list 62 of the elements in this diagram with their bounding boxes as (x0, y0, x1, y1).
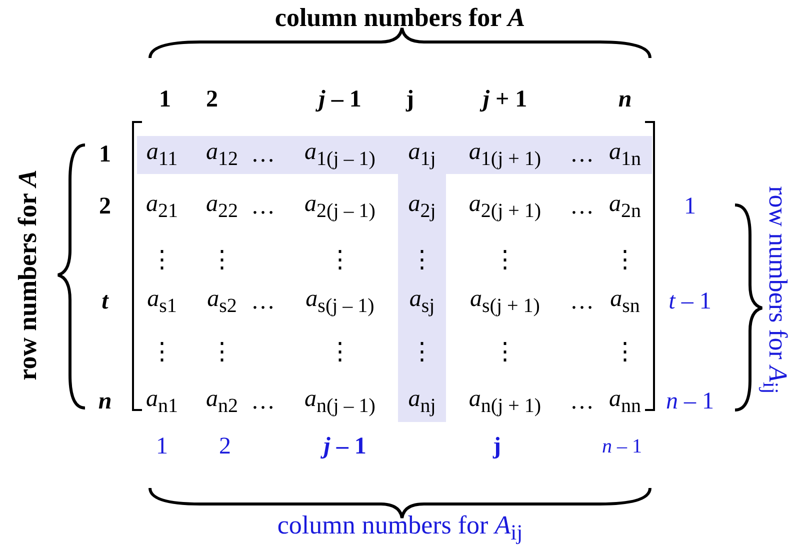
matrix-entry: a$_{s(j – 1)}$ (306, 286, 374, 318)
vertical-ellipsis: ⋮ (150, 338, 174, 366)
matrix-entry: a$_{s1}$ (147, 286, 177, 318)
ellipsis: … (251, 142, 275, 168)
matrix-entry: a$_{1n}$ (609, 139, 641, 171)
column-number: j (406, 86, 414, 114)
ellipsis: … (570, 388, 594, 416)
matrix-entry: a$_{n1}$ (146, 386, 178, 418)
vertical-ellipsis: ⋮ (613, 338, 637, 366)
matrix-entry: a$_{2j}$ (408, 191, 436, 223)
column-number: 2 (206, 86, 218, 114)
matrix-entry: a$_{12}$ (206, 139, 238, 171)
matrix-entry: a$_{nj}$ (408, 386, 436, 418)
ellipsis: … (251, 194, 275, 220)
ellipsis: … (570, 142, 594, 168)
column-number: n (618, 86, 632, 114)
matrix-entry: a$_{s2}$ (207, 286, 237, 318)
matrix-entry: a$_{2(j – 1)}$ (304, 191, 376, 223)
matrix-entry: a$_{11}$ (146, 139, 178, 171)
column-number: 1 (159, 86, 171, 114)
matrix-entry: a$_{1(j + 1)}$ (468, 139, 542, 171)
ellipsis: … (570, 288, 594, 316)
heading: row numbers for A (13, 170, 43, 380)
column-number: 1 (156, 434, 168, 460)
ellipsis: … (251, 288, 275, 316)
heading: column numbers for A (274, 3, 526, 33)
matrix-entry: a$_{1j}$ (408, 139, 436, 171)
vertical-ellipsis: ⋮ (328, 246, 352, 274)
row-number: n (98, 388, 112, 416)
column-number: 2 (219, 434, 231, 460)
column-number: n – 1 (602, 436, 642, 458)
vertical-ellipsis: ⋮ (410, 338, 434, 366)
row-number: n – 1 (666, 388, 714, 416)
matrix-entry: a$_{sn}$ (610, 286, 640, 318)
row-number: t – 1 (668, 288, 712, 316)
vertical-ellipsis: ⋮ (150, 246, 174, 274)
heading: column numbers for A$_{ij}$ (277, 510, 523, 546)
row-number: 1 (684, 194, 696, 220)
matrix-entry: a$_{22}$ (206, 191, 238, 223)
vertical-ellipsis: ⋮ (410, 246, 434, 274)
ellipsis: … (251, 388, 275, 416)
matrix-entry: a$_{1(j – 1)}$ (304, 139, 376, 171)
vertical-ellipsis: ⋮ (328, 338, 352, 366)
matrix-entry: a$_{nn}$ (609, 386, 641, 418)
row-number: 1 (99, 142, 111, 168)
ellipsis: … (570, 194, 594, 220)
matrix-entry: a$_{sj}$ (409, 286, 435, 318)
matrix-entry: a$_{n2}$ (206, 386, 238, 418)
row-number: 2 (99, 194, 111, 220)
matrix-entry: a$_{n(j + 1)}$ (468, 386, 542, 418)
vertical-ellipsis: ⋮ (210, 338, 234, 366)
matrix-entry: a$_{2n}$ (609, 191, 641, 223)
matrix-entry: a$_{n(j – 1)}$ (304, 386, 376, 418)
matrix-entry: a$_{21}$ (146, 191, 178, 223)
vertical-ellipsis: ⋮ (210, 246, 234, 274)
matrix-entry: a$_{s(j + 1)}$ (470, 286, 540, 318)
row-number: t (102, 288, 108, 316)
column-number: j (493, 434, 501, 460)
vertical-ellipsis: ⋮ (613, 246, 637, 274)
vertical-ellipsis: ⋮ (493, 338, 517, 366)
matrix-entry: a$_{2(j + 1)}$ (468, 191, 542, 223)
vertical-ellipsis: ⋮ (493, 246, 517, 274)
